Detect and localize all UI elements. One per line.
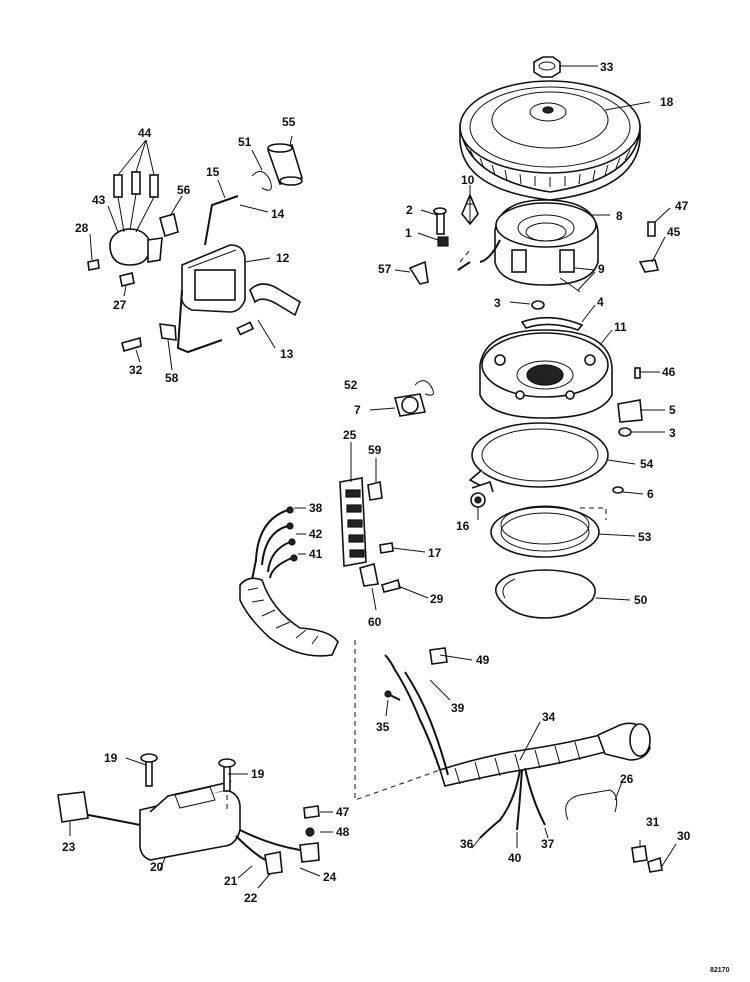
callout-33: 33 [600,60,614,74]
callout-48: 48 [336,825,350,839]
callout-labels: 33 18 10 2 1 8 47 45 57 9 3 4 11 46 52 7… [62,60,691,905]
rectifier [87,171,179,353]
callout-15: 15 [206,165,220,179]
callout-40: 40 [508,851,522,865]
callout-3b: 3 [669,426,676,440]
wiring-harness [384,647,651,839]
callout-3: 3 [494,296,501,310]
callout-55: 55 [282,115,296,129]
callout-29: 29 [430,592,444,606]
callout-12: 12 [276,251,290,265]
callout-14: 14 [271,207,285,221]
callout-21: 21 [224,874,238,888]
callout-10: 10 [461,173,475,187]
flywheel-nut [533,56,561,78]
callout-20: 20 [150,860,164,874]
callout-46: 46 [662,365,676,379]
ignition-coil [176,195,301,354]
callout-58: 58 [165,371,179,385]
stator [457,199,599,293]
callout-43: 43 [92,193,106,207]
callout-53: 53 [638,530,652,544]
callout-42: 42 [309,527,323,541]
callout-35: 35 [376,720,390,734]
callout-31: 31 [646,815,660,829]
callout-51: 51 [238,135,252,149]
callout-4: 4 [597,295,604,309]
callout-19: 19 [104,751,118,765]
callout-1: 1 [405,226,412,240]
callout-27: 27 [113,298,127,312]
callout-38: 38 [309,501,323,515]
callout-56: 56 [177,183,191,197]
callout-37: 37 [541,837,555,851]
callout-6: 6 [647,487,654,501]
callout-9: 9 [598,262,605,276]
callout-18: 18 [660,95,674,109]
callout-44: 44 [138,126,152,140]
callout-19b: 19 [251,767,265,781]
callout-8: 8 [616,209,623,223]
callout-28: 28 [75,221,89,235]
flywheel [459,80,641,201]
callout-45: 45 [667,225,681,239]
callout-11: 11 [614,320,627,334]
callout-52: 52 [344,378,358,392]
connector-spring [393,380,434,417]
terminal-clip [408,260,429,285]
callout-54: 54 [640,457,654,471]
callout-17: 17 [428,546,442,560]
ground-clip [631,845,663,873]
callout-26: 26 [620,772,634,786]
leader-lines [69,65,677,889]
callout-16: 16 [456,519,470,533]
timer-base [479,329,613,419]
callout-59: 59 [368,443,382,457]
retainer-ring [490,505,600,558]
terminal-block [339,477,401,593]
callout-23: 23 [62,840,76,854]
callout-13: 13 [280,347,294,361]
timer-ring [468,422,609,489]
fasteners-right [433,192,660,508]
snap-ring [494,569,596,619]
drawing-code: 82170 [710,967,730,974]
callout-34: 34 [542,710,556,724]
callout-36: 36 [460,837,474,851]
callout-49: 49 [476,653,490,667]
callout-5: 5 [669,403,676,417]
spark-boot [251,143,304,191]
stator-leads [239,506,339,657]
callout-57: 57 [378,262,392,276]
power-pack [57,753,320,875]
callout-47b: 47 [336,805,350,819]
callout-50: 50 [634,593,648,607]
callout-41: 41 [309,547,323,561]
callout-47: 47 [675,199,689,213]
routing-lines [226,249,607,810]
callout-24: 24 [323,870,337,884]
callout-32: 32 [129,363,143,377]
callout-39: 39 [451,701,465,715]
callout-22: 22 [244,891,258,905]
callout-2: 2 [406,203,413,217]
callout-25: 25 [343,428,357,442]
callout-60: 60 [368,615,382,629]
callout-7: 7 [354,403,361,417]
callout-30: 30 [677,829,691,843]
